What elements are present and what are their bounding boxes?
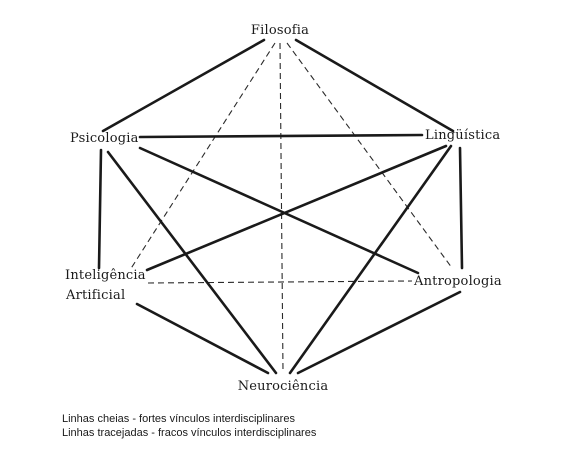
node-inteligencia-line1: Inteligência (65, 268, 146, 283)
legend-solid-lines: Linhas cheias - fortes vínculos interdis… (62, 413, 295, 425)
weak-link-inteligencia-antropologia (147, 280, 413, 284)
strong-link-inteligencia-neurociencia (135, 302, 270, 375)
node-inteligencia-line2: Artificial (65, 288, 125, 303)
weak-link-filosofia-neurociencia (279, 42, 284, 373)
strong-link-psicologia-linguistica (138, 133, 424, 139)
strong-link-linguistica-antropologia (458, 146, 464, 270)
strong-link-filosofia-psicologia (101, 38, 266, 133)
weak-link-filosofia-antropologia (286, 42, 453, 269)
node-linguistica: Lingüística (425, 128, 500, 143)
strong-link-linguistica-neurociencia (288, 144, 453, 375)
strong-link-psicologia-antropologia (138, 146, 420, 275)
legend: Linhas cheias - fortes vínculos interdis… (62, 412, 316, 440)
node-filosofia: Filosofia (251, 23, 309, 38)
node-neurociencia: Neurociência (238, 379, 329, 394)
edges-group (97, 38, 464, 375)
strong-link-psicologia-neurociencia (106, 150, 278, 375)
strong-link-antropologia-neurociencia (296, 290, 462, 375)
strong-link-psicologia-inteligencia (97, 148, 103, 270)
node-psicologia: Psicologia (70, 131, 139, 146)
weak-link-filosofia-inteligencia (129, 42, 276, 271)
node-antropologia: Antropologia (413, 274, 502, 289)
legend-dashed-lines: Linhas tracejadas - fracos vínculos inte… (62, 427, 317, 439)
strong-link-filosofia-linguistica (294, 38, 455, 133)
strong-link-linguistica-inteligencia (145, 144, 448, 272)
